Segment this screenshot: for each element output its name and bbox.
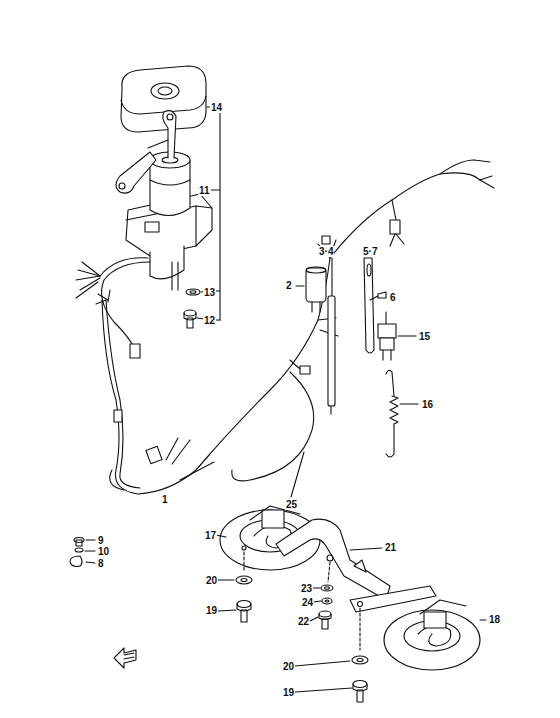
- callout-number: 23: [300, 583, 313, 594]
- callout-number: 19: [205, 605, 218, 616]
- horn-lower: [350, 586, 486, 670]
- callout-number: 10: [97, 546, 110, 557]
- callout-number: 1: [161, 494, 169, 505]
- callout-number: 5·7: [362, 246, 378, 257]
- callout-number: 18: [488, 614, 501, 625]
- lead-wire: [232, 372, 314, 497]
- relay-unit: [296, 267, 326, 312]
- callout-number: 15: [418, 331, 431, 342]
- callout-number: 9: [97, 535, 105, 546]
- callout-number: 21: [384, 542, 397, 553]
- callout-number: 20: [282, 661, 295, 672]
- callout-number: 13: [203, 287, 216, 298]
- callout-number: 19: [282, 687, 295, 698]
- callout-number: 24: [301, 597, 314, 608]
- callout-number: 16: [421, 399, 434, 410]
- callout-number: 14: [210, 102, 223, 113]
- callout-number: 11: [198, 185, 211, 196]
- ignition-switch: [116, 111, 212, 290]
- horn-bracket: [276, 519, 390, 600]
- callout-number: 3·4: [318, 246, 334, 257]
- callout-number: 20: [205, 575, 218, 586]
- horn-fasteners: [218, 552, 368, 702]
- callout-number: 8: [97, 558, 105, 569]
- callout-number: 12: [203, 315, 216, 326]
- return-spring: [386, 370, 418, 457]
- callout-number: 17: [204, 530, 217, 541]
- callout-number: 22: [297, 616, 310, 627]
- stop-switch: [378, 312, 416, 360]
- wiring-harness: [96, 160, 494, 494]
- callout-number: 6: [389, 292, 397, 303]
- rod-part: [328, 258, 335, 414]
- front-arrow: [114, 648, 136, 668]
- callout-number: 25: [285, 499, 298, 510]
- callout-number: 2: [285, 280, 293, 291]
- switch-leads: [76, 258, 150, 358]
- small-fasteners: [70, 538, 95, 567]
